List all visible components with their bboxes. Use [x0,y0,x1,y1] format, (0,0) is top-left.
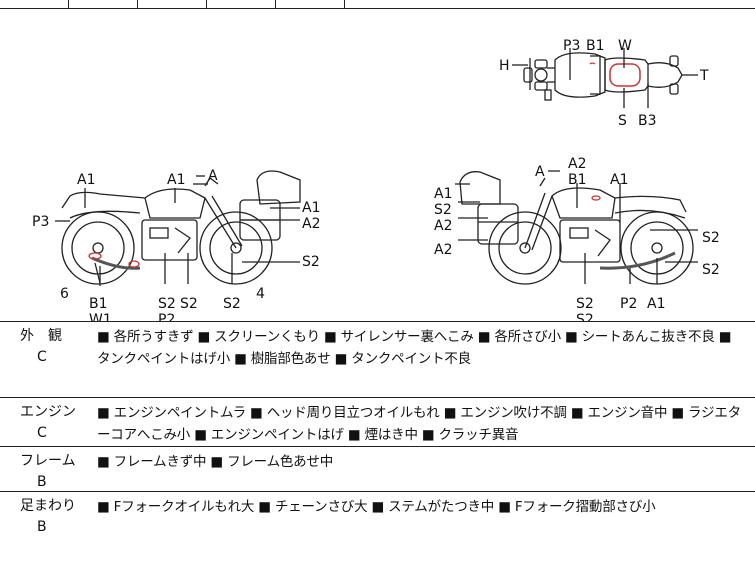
leader-lines [55,48,698,286]
section-category: エンジン C [0,398,88,444]
section-notes: ■ 各所うすきず ■ スクリーンくもり ■ サイレンサー裏へこみ ■ 各所さび小… [97,322,747,370]
category-name: エンジン [20,404,76,420]
section-row: フレーム B ■ フレームきず中 ■ フレーム色あせ中 [0,447,755,492]
left-side-motorcycle [61,170,301,285]
category-grade: C [37,349,47,365]
note-line: ーコアへこみ小 ■ エンジンペイントはげ ■ 煙はき中 ■ クラッチ異音 [97,427,519,443]
category-grade: C [37,425,47,441]
category-name: 足まわり [20,498,76,514]
right-side-label: A2 [434,242,452,258]
motorcycle-diagram: HP3B1WSB3TA1A1AP3A1A26B1W1S2S2P2S24S2AA2… [32,38,720,321]
left-side-label: A2 [302,216,320,232]
top-view-label: H [499,58,510,74]
top-view-label: T [699,68,709,84]
right-side-label: A1 [610,172,628,188]
right-side-label: S2 [702,262,720,278]
right-side-label: S2 [702,230,720,246]
right-side-motorcycle [459,171,694,285]
note-line: ■ フレームきず中 ■ フレーム色あせ中 [97,454,334,470]
right-side-label: A1 [434,186,452,202]
right-side-label: S2 [576,296,594,312]
top-view-label: S [618,113,627,129]
section-notes: ■ エンジンペイントムラ ■ ヘッド周り目立つオイルもれ ■ エンジン吹け不調 … [97,398,747,446]
left-side-label: W1 [89,312,112,321]
left-side-label: P2 [158,312,175,321]
left-side-label: S2 [180,296,198,312]
left-side-label: S2 [223,296,241,312]
note-line: ■ 各所うすきず ■ スクリーンくもり ■ サイレンサー裏へこみ ■ 各所さび小… [97,329,732,345]
left-side-label: 4 [256,286,265,302]
category-name: フレーム [20,453,76,469]
note-line: タンクペイントはげ小 ■ 樹脂部色あせ ■ タンクペイント不良 [97,351,471,367]
left-side-label: A [208,168,218,184]
top-view-label: P3 [563,38,580,54]
left-side-label: A1 [77,172,95,188]
right-side-label: A2 [434,218,452,234]
top-view-label: B3 [638,113,657,129]
top-view-label: B1 [586,38,605,54]
right-side-label: S2 [576,312,594,321]
top-view-label: W [618,38,632,54]
section-category: 外 観 C [0,322,88,368]
category-name: 外 観 [20,328,62,344]
section-row: 外 観 C ■ 各所うすきず ■ スクリーンくもり ■ サイレンサー裏へこみ ■ 各… [0,322,755,398]
section-row: 足まわり B ■ Fフォークオイルもれ大 ■ チェーンさび大 ■ ステムがたつき中 … [0,492,755,561]
left-side-label: S2 [158,296,176,312]
right-side-label: B1 [568,172,587,188]
category-grade: B [37,519,47,535]
section-category: 足まわり B [0,492,88,538]
section-row: エンジン C ■ エンジンペイントムラ ■ ヘッド周り目立つオイルもれ ■ エンジン… [0,398,755,447]
note-line: ■ エンジンペイントムラ ■ ヘッド周り目立つオイルもれ ■ エンジン吹け不調 … [97,405,741,421]
section-notes: ■ フレームきず中 ■ フレーム色あせ中 [97,447,747,473]
left-side-label: S2 [302,254,320,270]
left-side-label: P3 [32,214,49,230]
top-table-strip [0,0,755,9]
top-view-motorcycle [523,52,690,101]
right-side-label: P2 [620,296,637,312]
right-side-label: A1 [647,296,665,312]
section-notes: ■ Fフォークオイルもれ大 ■ チェーンさび大 ■ ステムがたつき中 ■ Fフォ… [97,492,747,518]
left-side-label: A1 [302,200,320,216]
left-side-label: 6 [60,286,69,302]
right-side-label: A [535,164,545,180]
note-line: ■ Fフォークオイルもれ大 ■ チェーンさび大 ■ ステムがたつき中 ■ Fフォ… [97,499,656,515]
section-category: フレーム B [0,447,88,493]
left-side-label: A1 [167,172,185,188]
category-grade: B [37,474,47,490]
right-side-label: A2 [568,156,586,172]
right-side-label: S2 [434,202,452,218]
left-side-label: B1 [89,296,108,312]
